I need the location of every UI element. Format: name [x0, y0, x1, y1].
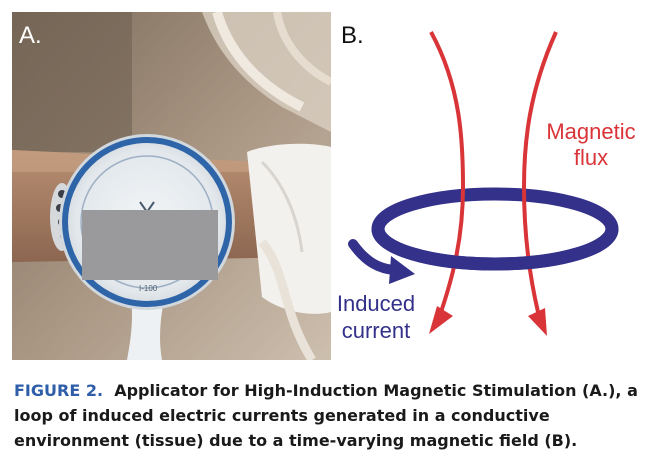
- applicator-photo: [12, 12, 331, 360]
- diagram-panel-b: Magnetic flux Induced current: [331, 12, 658, 360]
- induced-current-label: Induced current: [336, 291, 416, 343]
- flux-arrowhead-left: [429, 306, 453, 334]
- current-loop-front: [371, 228, 619, 271]
- figure-number: FIGURE 2.: [14, 381, 104, 400]
- flux-line-left: [429, 31, 466, 313]
- caption-text: Applicator for High-Induction Magnetic S…: [14, 381, 638, 450]
- device-model-text: I-100: [139, 284, 158, 293]
- flux-line-right: [521, 31, 558, 313]
- magnetic-flux-label: Magnetic flux: [546, 119, 636, 170]
- figure-caption: FIGURE 2. Applicator for High-Induction …: [14, 378, 660, 453]
- panel-a-label: A.: [19, 22, 42, 49]
- photo-panel-a: I-100: [12, 12, 331, 360]
- panel-b-label: B.: [341, 22, 364, 49]
- induction-diagram: [348, 31, 619, 336]
- induced-current-arrowhead: [389, 256, 415, 284]
- flux-arrowhead-right: [528, 308, 547, 336]
